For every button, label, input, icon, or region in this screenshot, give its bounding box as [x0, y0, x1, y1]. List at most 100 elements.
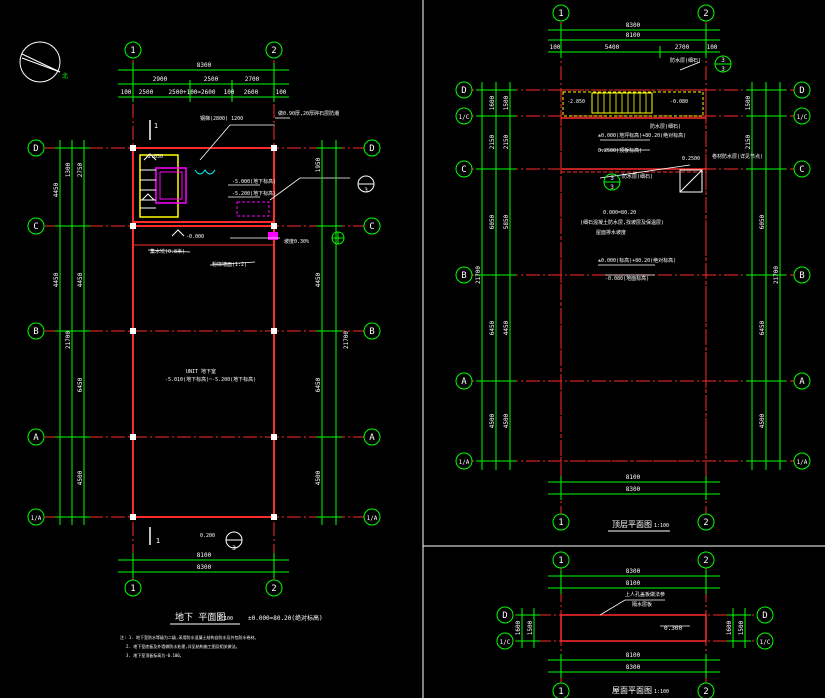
- leader-lines: [147, 117, 350, 266]
- annotation: 0.200: [200, 533, 215, 539]
- dim-text: 1500: [745, 95, 752, 110]
- axis-label: 1: [558, 556, 563, 566]
- axis-label: D: [762, 611, 767, 621]
- basement-plan: 北: [19, 41, 381, 658]
- leader-lines: [599, 599, 690, 627]
- axis-label: D: [502, 611, 507, 621]
- dimension-lines: [476, 24, 786, 500]
- dim-text: 100: [224, 89, 235, 96]
- dim-text: 21700: [343, 331, 350, 349]
- axis-bubble-1A-left: [27, 508, 45, 526]
- dim-text: 8300: [197, 62, 212, 69]
- axis-label: B: [369, 327, 374, 337]
- annotation: 集水坑(0.8米): [150, 248, 185, 255]
- dim-text: 4450: [53, 272, 60, 287]
- dim-text: 6450: [489, 320, 496, 335]
- dim-text: 5400: [605, 44, 620, 51]
- dim-text: 1500: [738, 620, 745, 635]
- annotation: 0.2500: [682, 156, 700, 162]
- dim-text: 4450: [53, 182, 60, 197]
- plan-elevation-note: ±0.000=80.20(绝对标高): [248, 614, 323, 622]
- section-mark-label: 3: [721, 66, 725, 73]
- dim-text: 8300: [626, 664, 641, 671]
- axis-bubble-B-left: [27, 322, 45, 340]
- dim-text: 1500: [527, 620, 534, 635]
- section-mark: [149, 120, 375, 549]
- axis-label: 1: [130, 46, 135, 56]
- axis-label: 1: [558, 9, 563, 19]
- axis-bubble-1A-right: [363, 508, 381, 526]
- dim-text: 8100: [626, 32, 641, 39]
- annotation: 屋面排水坡度: [596, 229, 626, 236]
- axis-bubble-D-right: [363, 139, 381, 157]
- axis-label: 1: [130, 584, 135, 594]
- dim-text: 2700: [675, 44, 690, 51]
- axis-bubble-labels: 1 2 1 2 D C B A 1/A D C B A 1/A: [31, 46, 378, 594]
- axis-bubble-A-right: [363, 428, 381, 446]
- dim-text: 100: [121, 89, 132, 96]
- axis-bubble-2-top: [265, 41, 283, 59]
- axis-bubbles: [496, 551, 774, 698]
- dim-text: 100: [276, 89, 287, 96]
- axis-label: D: [33, 144, 38, 154]
- annotation: 坡度0.30%: [284, 238, 309, 245]
- dim-text: 4500: [77, 470, 84, 485]
- dim-text: 2700: [245, 76, 260, 83]
- axis-label: B: [33, 327, 38, 337]
- dimension-lines: [55, 63, 342, 578]
- dim-text: 4450: [315, 272, 322, 287]
- axis-bubble-B-right: [363, 322, 381, 340]
- dim-text: 4500: [315, 470, 322, 485]
- axis-label: 2: [703, 556, 708, 566]
- section-mark-label: 1: [154, 122, 158, 130]
- dim-text: 2900: [153, 76, 168, 83]
- dim-text: 21700: [475, 266, 482, 284]
- dim-text: 6050: [759, 214, 766, 229]
- axis-label: 2: [703, 518, 708, 528]
- dim-text: 1500: [503, 95, 510, 110]
- axis-label: 1: [558, 687, 563, 697]
- dim-text: 8300: [626, 568, 641, 575]
- axis-label: 1/C: [500, 639, 511, 646]
- axis-lines: [45, 60, 370, 580]
- annotation: 卷材防水层(详见节点): [712, 153, 763, 160]
- basement-title-block: 地下 平面图 1:100 ±0.000=80.20(绝对标高) 注: 1. 地下…: [120, 611, 323, 658]
- axis-label: 2: [703, 687, 708, 697]
- dim-text: 6450: [759, 320, 766, 335]
- small-roof-plan: 1 2 1 2 D 1/C D 1/C 8300 8100 8100 8300 …: [496, 551, 774, 698]
- axis-bubbles: [27, 41, 381, 597]
- dim-text: 2150: [503, 134, 510, 149]
- dim-text: 1600: [489, 95, 496, 110]
- annotation: ±0.000(地坪标高)+80.20(绝对标高): [598, 132, 686, 139]
- axis-label: 1: [558, 518, 563, 528]
- stair-detail: [139, 154, 345, 245]
- dim-text: 21700: [65, 331, 72, 349]
- plan-title: 顶层平面图: [612, 520, 652, 529]
- plan-title: 屋面平面图: [612, 686, 652, 695]
- annotation: -0.080: [670, 99, 688, 105]
- axis-bubble-C-left: [27, 217, 45, 235]
- axis-label: 1/C: [797, 114, 808, 121]
- axis-label: 1/C: [760, 639, 771, 646]
- dim-text: 4450: [77, 272, 84, 287]
- axis-label: D: [799, 86, 804, 96]
- section-mark-label: 3: [364, 187, 368, 194]
- section-mark-label: 3: [610, 184, 614, 191]
- axis-bubble-D-left: [27, 139, 45, 157]
- axis-label: D: [369, 144, 374, 154]
- dim-text: 8100: [626, 580, 641, 587]
- annotation: 做0.90厚,20厚碎石层防潮: [278, 110, 339, 117]
- dim-text: 4500: [489, 413, 496, 428]
- section-mark-label: 3: [232, 545, 236, 552]
- annotation: 上人孔盖板做法参: [625, 591, 665, 598]
- annotation: 防水层(细石): [650, 123, 681, 130]
- axis-label: 1/A: [797, 459, 808, 466]
- axis-label: 1/C: [459, 114, 470, 121]
- annotation: -0.000: [186, 234, 204, 240]
- annotation: 隔水层板: [632, 601, 652, 608]
- dim-text: 2750: [77, 162, 84, 177]
- annotation: 0.2500(顶板标高): [598, 147, 642, 154]
- small-plan-wall: [560, 614, 707, 642]
- plan-title: 地下 平面图: [175, 611, 225, 623]
- plan-scale: 1:100: [654, 689, 669, 695]
